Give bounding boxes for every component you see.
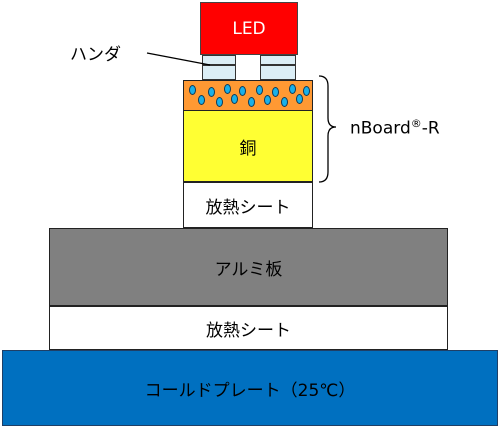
particle bbox=[281, 97, 288, 107]
copper-layer: 銅 bbox=[183, 110, 313, 182]
solder-pad-left-lower bbox=[202, 65, 236, 80]
aluminum-plate-label: アルミ板 bbox=[214, 259, 283, 280]
board-bracket bbox=[318, 75, 337, 183]
particle bbox=[264, 95, 271, 105]
solder-leader-line bbox=[146, 52, 211, 66]
thermal-sheet-bottom-label: 放熱シート bbox=[206, 320, 291, 341]
particle bbox=[248, 97, 255, 107]
particle bbox=[289, 84, 296, 94]
particle bbox=[239, 86, 246, 96]
particle bbox=[189, 85, 196, 95]
particle bbox=[272, 87, 279, 97]
particle bbox=[303, 86, 310, 96]
thermal-sheet-bottom: 放熱シート bbox=[49, 306, 448, 350]
particle bbox=[231, 94, 238, 104]
led-component: LED bbox=[200, 2, 298, 55]
particle bbox=[216, 97, 223, 107]
board-registered-mark: ® bbox=[410, 117, 422, 130]
cold-plate: コールドプレート（25℃） bbox=[2, 350, 498, 426]
solder-label: ハンダ bbox=[70, 45, 121, 65]
board-suffix: -R bbox=[421, 118, 440, 139]
solder-pad-right bbox=[260, 55, 296, 65]
solder-pad-right-lower bbox=[260, 65, 296, 80]
board-label: nBoard®-R bbox=[350, 117, 440, 139]
led-label: LED bbox=[232, 18, 266, 39]
board-name: nBoard bbox=[350, 118, 411, 139]
particle bbox=[296, 94, 303, 104]
thermal-sheet-top: 放熱シート bbox=[183, 182, 313, 228]
cold-plate-label: コールドプレート（25℃） bbox=[144, 380, 356, 401]
aluminum-plate: アルミ板 bbox=[49, 228, 448, 306]
thermal-sheet-top-label: 放熱シート bbox=[205, 197, 291, 218]
solder-pad-left bbox=[202, 55, 236, 65]
particle bbox=[256, 85, 263, 95]
bonding-layer bbox=[183, 80, 313, 110]
particle bbox=[208, 87, 215, 97]
particle bbox=[224, 84, 231, 94]
copper-label: 銅 bbox=[239, 138, 257, 159]
particle bbox=[198, 95, 205, 105]
